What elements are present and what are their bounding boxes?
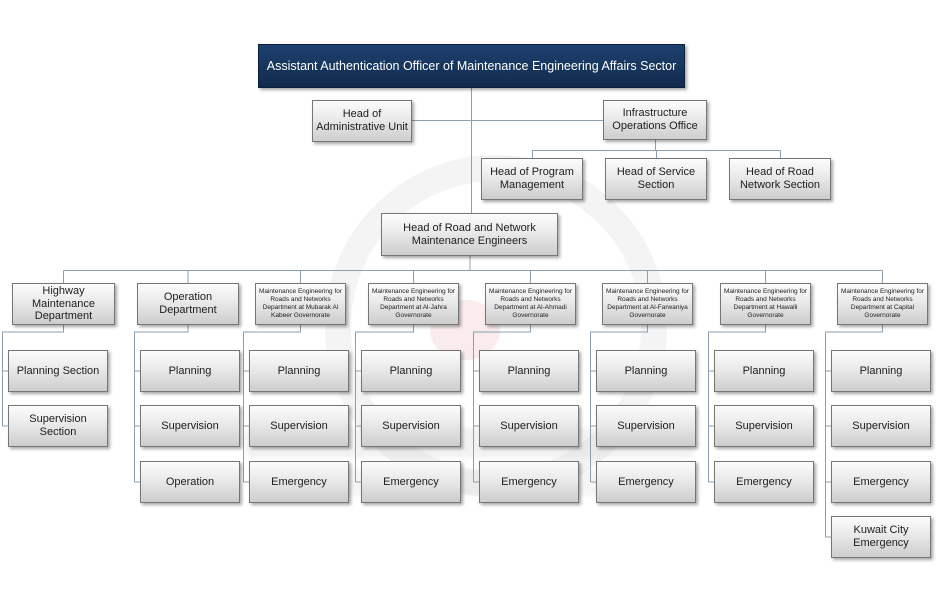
org-node-capital-kuwait-city-emergency: Kuwait City Emergency — [831, 516, 931, 558]
org-node-dept-capital: Maintenance Engineering for Roads and Ne… — [837, 283, 928, 325]
org-node-farwaniya-supervision: Supervision — [596, 405, 696, 447]
org-node-program-management: Head of Program Management — [481, 158, 583, 200]
org-node-road-network-section-label: Head of Road Network Section — [739, 166, 821, 191]
jahra-emergency-label: Emergency — [383, 475, 439, 488]
dept-al-jahra-label: Maintenance Engineering for Roads and Ne… — [371, 287, 456, 320]
org-node-service-section: Head of Service Section — [605, 158, 707, 200]
org-node-mubarak-planning: Planning — [249, 350, 349, 392]
mubarak-emergency-label: Emergency — [271, 475, 327, 488]
dept-al-farwaniya-label: Maintenance Engineering for Roads and Ne… — [605, 287, 690, 320]
ahmadi-planning-label: Planning — [507, 364, 551, 377]
org-node-mubarak-supervision: Supervision — [249, 405, 349, 447]
org-node-jahra-emergency: Emergency — [361, 461, 461, 503]
org-node-farwaniya-emergency: Emergency — [596, 461, 696, 503]
highway-supervision-section-label: Supervision Section — [29, 413, 87, 438]
org-node-road-network-maintenance-engineers-label: Head of Road and Network Maintenance Eng… — [403, 221, 536, 247]
dept-mubarak-al-kabeer-label: Maintenance Engineering for Roads and Ne… — [258, 287, 343, 320]
org-node-root-label: Assistant Authentication Officer of Main… — [266, 58, 677, 73]
farwaniya-planning-label: Planning — [624, 364, 668, 377]
org-node-ahmadi-emergency: Emergency — [479, 461, 579, 503]
dept-highway-label: Highway Maintenance Department — [32, 284, 95, 323]
org-node-administrative-unit-label: Head of Administrative Unit — [316, 108, 408, 133]
org-node-dept-al-farwaniya: Maintenance Engineering for Roads and Ne… — [602, 283, 693, 325]
org-node-operation-planning: Planning — [140, 350, 240, 392]
org-node-infrastructure-operations-office-label: Infrastructure Operations Office — [612, 107, 698, 132]
org-node-capital-planning: Planning — [831, 350, 931, 392]
ahmadi-emergency-label: Emergency — [501, 475, 557, 488]
org-node-capital-supervision: Supervision — [831, 405, 931, 447]
dept-hawalli-label: Maintenance Engineering for Roads and Ne… — [723, 287, 808, 320]
org-node-hawalli-planning: Planning — [714, 350, 814, 392]
farwaniya-supervision-label: Supervision — [617, 419, 675, 432]
org-node-jahra-supervision: Supervision — [361, 405, 461, 447]
operation-planning-label: Planning — [168, 364, 212, 377]
org-node-dept-highway-maintenance: Highway Maintenance Department — [12, 283, 115, 325]
org-node-highway-planning-section: Planning Section — [8, 350, 108, 392]
farwaniya-emergency-label: Emergency — [618, 475, 674, 488]
capital-emergency-label: Emergency — [853, 475, 909, 488]
org-node-dept-mubarak-al-kabeer: Maintenance Engineering for Roads and Ne… — [255, 283, 346, 325]
mubarak-supervision-label: Supervision — [270, 419, 328, 432]
dept-operation-label: Operation Department — [159, 291, 217, 316]
org-node-road-network-maintenance-engineers: Head of Road and Network Maintenance Eng… — [381, 213, 558, 256]
org-node-infrastructure-operations-office: Infrastructure Operations Office — [603, 100, 707, 140]
jahra-supervision-label: Supervision — [382, 419, 440, 432]
org-node-dept-al-ahmadi: Maintenance Engineering for Roads and Ne… — [485, 283, 576, 325]
mubarak-planning-label: Planning — [277, 364, 321, 377]
org-node-dept-operation: Operation Department — [137, 283, 239, 325]
capital-kuwait-city-emergency-label: Kuwait City Emergency — [853, 524, 909, 549]
hawalli-planning-label: Planning — [742, 364, 786, 377]
dept-capital-label: Maintenance Engineering for Roads and Ne… — [840, 287, 925, 320]
org-node-service-section-label: Head of Service Section — [616, 166, 696, 191]
org-node-dept-al-jahra: Maintenance Engineering for Roads and Ne… — [368, 283, 459, 325]
org-node-hawalli-supervision: Supervision — [714, 405, 814, 447]
org-node-ahmadi-planning: Planning — [479, 350, 579, 392]
capital-planning-label: Planning — [859, 364, 903, 377]
highway-planning-section-label: Planning Section — [16, 364, 100, 377]
operation-supervision-label: Supervision — [161, 419, 219, 432]
hawalli-emergency-label: Emergency — [736, 475, 792, 488]
org-node-dept-hawalli: Maintenance Engineering for Roads and Ne… — [720, 283, 811, 325]
org-node-program-management-label: Head of Program Management — [490, 166, 574, 191]
org-node-road-network-section: Head of Road Network Section — [729, 158, 831, 200]
org-node-highway-supervision-section: Supervision Section — [8, 405, 108, 447]
dept-al-ahmadi-label: Maintenance Engineering for Roads and Ne… — [488, 287, 573, 320]
org-node-mubarak-emergency: Emergency — [249, 461, 349, 503]
org-node-capital-emergency: Emergency — [831, 461, 931, 503]
org-node-operation-operation: Operation — [140, 461, 240, 503]
org-node-hawalli-emergency: Emergency — [714, 461, 814, 503]
org-node-farwaniya-planning: Planning — [596, 350, 696, 392]
org-node-jahra-planning: Planning — [361, 350, 461, 392]
org-node-root: Assistant Authentication Officer of Main… — [258, 44, 685, 88]
ahmadi-supervision-label: Supervision — [500, 419, 558, 432]
org-node-operation-supervision: Supervision — [140, 405, 240, 447]
capital-supervision-label: Supervision — [852, 419, 910, 432]
org-node-ahmadi-supervision: Supervision — [479, 405, 579, 447]
jahra-planning-label: Planning — [389, 364, 433, 377]
operation-operation-label: Operation — [165, 475, 215, 488]
org-node-administrative-unit: Head of Administrative Unit — [312, 100, 412, 142]
hawalli-supervision-label: Supervision — [735, 419, 793, 432]
